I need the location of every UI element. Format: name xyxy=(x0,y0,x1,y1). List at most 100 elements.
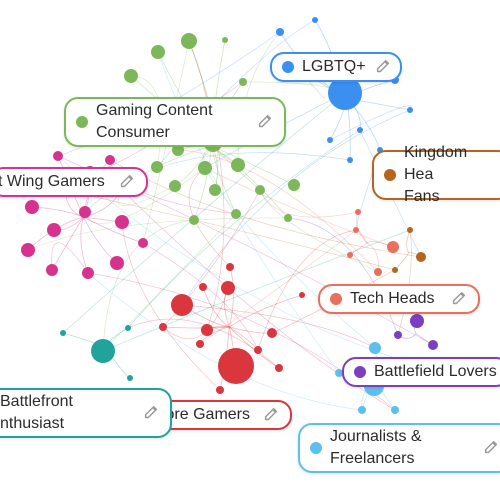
graph-edge xyxy=(82,216,118,264)
graph-node-rightwing[interactable] xyxy=(138,238,148,248)
graph-node-core[interactable] xyxy=(216,386,224,394)
graph-node-journalists[interactable] xyxy=(358,406,366,414)
graph-node-rightwing[interactable] xyxy=(82,267,94,279)
graph-node-rightwing[interactable] xyxy=(105,155,115,165)
label-kingdom-hearts-fans[interactable]: Kingdom Hea Fans xyxy=(372,144,500,205)
graph-node-core[interactable] xyxy=(201,324,213,336)
pencil-icon[interactable] xyxy=(482,439,500,457)
graph-node-gaming[interactable] xyxy=(151,161,163,173)
graph-node-gaming[interactable] xyxy=(198,161,212,175)
graph-node-tech[interactable] xyxy=(353,227,359,233)
pencil-icon[interactable] xyxy=(374,58,392,76)
graph-node-tech[interactable] xyxy=(355,209,361,215)
pencil-icon[interactable] xyxy=(262,406,280,424)
graph-node-rightwing[interactable] xyxy=(47,223,61,237)
pencil-icon[interactable] xyxy=(256,113,274,131)
community-color-dot xyxy=(310,442,322,454)
graph-node-gaming[interactable] xyxy=(255,185,265,195)
graph-node-rightwing[interactable] xyxy=(110,256,124,270)
graph-node-gaming[interactable] xyxy=(284,214,292,222)
graph-node-battlefield[interactable] xyxy=(410,314,424,328)
graph-node-gaming[interactable] xyxy=(288,179,300,191)
graph-node-core[interactable] xyxy=(226,263,234,271)
graph-node-gaming[interactable] xyxy=(181,33,197,49)
graph-node-lgbtq[interactable] xyxy=(276,28,284,36)
graph-node-core[interactable] xyxy=(159,323,167,331)
graph-node-journalists[interactable] xyxy=(391,406,399,414)
graph-node-rightwing[interactable] xyxy=(53,151,63,161)
graph-node-core[interactable] xyxy=(221,281,235,295)
graph-node-gaming[interactable] xyxy=(231,209,241,219)
graph-edge xyxy=(121,189,396,411)
graph-node-tech[interactable] xyxy=(347,252,353,258)
graph-edge xyxy=(31,206,84,218)
graph-node-core[interactable] xyxy=(275,364,283,372)
label-text: Journalists & Freelancers xyxy=(330,426,422,470)
graph-node-core[interactable] xyxy=(199,283,207,291)
graph-node-gaming[interactable] xyxy=(151,45,165,59)
graph-node-lgbtq[interactable] xyxy=(357,127,363,133)
graph-node-core[interactable] xyxy=(218,348,254,384)
graph-edge xyxy=(329,105,412,141)
graph-node-battlefront[interactable] xyxy=(60,330,66,336)
graph-node-kingdom[interactable] xyxy=(407,227,413,233)
graph-node-battlefront[interactable] xyxy=(127,375,133,381)
label-lgbtq[interactable]: LGBTQ+ xyxy=(270,52,402,82)
graph-node-rightwing[interactable] xyxy=(21,243,35,257)
graph-node-battlefield[interactable] xyxy=(394,331,402,339)
label-right-wing-gamers[interactable]: t Wing Gamers xyxy=(0,167,148,197)
label-line-1: Kingdom Hea xyxy=(404,144,468,183)
graph-node-gaming[interactable] xyxy=(209,184,221,196)
graph-node-gaming[interactable] xyxy=(169,180,181,192)
label-line-1: Battlefront xyxy=(0,393,73,410)
label-text: ore Gamers xyxy=(165,406,250,423)
graph-edge xyxy=(228,266,234,328)
graph-node-kingdom[interactable] xyxy=(392,267,398,273)
graph-node-core[interactable] xyxy=(299,292,305,298)
pencil-icon[interactable] xyxy=(450,290,468,308)
graph-node-rightwing[interactable] xyxy=(25,200,39,214)
graph-node-battlefront[interactable] xyxy=(91,339,115,363)
graph-node-lgbtq[interactable] xyxy=(327,137,333,143)
graph-node-lgbtq[interactable] xyxy=(347,157,353,163)
graph-node-tech[interactable] xyxy=(387,241,399,253)
graph-edge xyxy=(211,145,289,219)
graph-node-lgbtq[interactable] xyxy=(407,107,413,113)
graph-node-tech[interactable] xyxy=(374,268,382,276)
label-battlefront-enthusiast[interactable]: Battlefront nthusiast xyxy=(0,388,172,438)
label-text: Battlefront nthusiast xyxy=(0,391,73,435)
graph-node-gaming[interactable] xyxy=(124,69,138,83)
label-tech-heads[interactable]: Tech Heads xyxy=(318,284,480,314)
label-battlefield-lovers[interactable]: Battlefield Lovers xyxy=(342,357,500,387)
graph-node-gaming[interactable] xyxy=(189,215,199,225)
label-journalists-freelancers[interactable]: Journalists & Freelancers xyxy=(298,423,500,473)
graph-node-journalists[interactable] xyxy=(369,342,381,354)
graph-node-rightwing[interactable] xyxy=(115,215,129,229)
graph-edge xyxy=(199,229,357,345)
label-gaming-content-consumer[interactable]: Gaming Content Consumer xyxy=(64,97,286,147)
graph-edge xyxy=(181,304,376,349)
graph-node-journalists[interactable] xyxy=(335,369,343,377)
graph-node-gaming[interactable] xyxy=(222,37,228,43)
graph-node-core[interactable] xyxy=(196,340,204,348)
graph-edge xyxy=(193,146,213,221)
graph-node-gaming[interactable] xyxy=(239,78,247,86)
graph-node-gaming[interactable] xyxy=(231,158,245,172)
graph-node-rightwing[interactable] xyxy=(79,206,91,218)
graph-node-rightwing[interactable] xyxy=(46,264,58,276)
graph-node-battlefield[interactable] xyxy=(428,340,438,350)
graph-node-battlefront[interactable] xyxy=(125,325,131,331)
pencil-icon[interactable] xyxy=(118,173,136,191)
graph-node-core[interactable] xyxy=(254,346,262,354)
label-line-2: Fans xyxy=(404,188,440,205)
graph-node-core[interactable] xyxy=(171,294,193,316)
graph-edge xyxy=(271,269,396,334)
graph-node-gaming[interactable] xyxy=(172,144,184,156)
community-color-dot xyxy=(354,366,366,378)
graph-node-kingdom[interactable] xyxy=(416,252,426,262)
graph-node-lgbtq[interactable] xyxy=(312,17,318,23)
pencil-icon[interactable] xyxy=(142,404,160,422)
graph-node-lgbtq[interactable] xyxy=(328,76,362,110)
graph-node-core[interactable] xyxy=(267,328,277,338)
graph-edge xyxy=(181,109,411,306)
